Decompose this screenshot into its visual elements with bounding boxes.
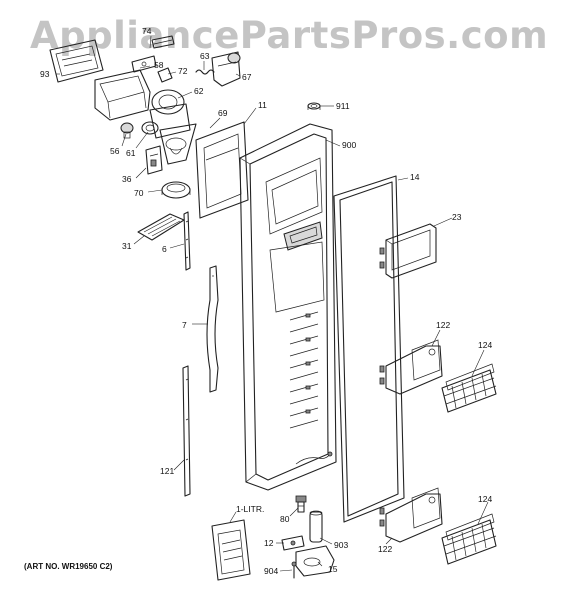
part-14-gasket <box>333 175 405 523</box>
part-122-bracket-lower <box>379 487 443 543</box>
label-900: 900 <box>342 140 357 150</box>
part-121-strip <box>182 365 191 497</box>
leader-lines <box>56 35 489 572</box>
part-911-cap <box>307 102 321 110</box>
part-7-handle <box>206 265 219 393</box>
label-12: 12 <box>264 538 274 548</box>
part-23-bin <box>379 223 437 279</box>
label-69: 69 <box>218 108 228 118</box>
dispenser-housing <box>94 69 151 121</box>
part-903-tube <box>309 510 323 543</box>
label-122-lower: 122 <box>378 544 393 554</box>
part-67-solenoid <box>211 51 241 87</box>
label-70: 70 <box>134 188 144 198</box>
label-62: 62 <box>194 86 204 96</box>
label-911: 911 <box>336 101 350 111</box>
label-58: 58 <box>154 60 164 70</box>
label-1-litr: 1-LITR. <box>236 504 265 514</box>
part-900-door <box>239 123 337 491</box>
label-80: 80 <box>280 514 290 524</box>
label-124-lower: 124 <box>478 494 493 504</box>
part-61-socket <box>141 121 159 135</box>
part-72-clip <box>157 67 173 83</box>
label-11: 11 <box>258 100 267 110</box>
label-14: 14 <box>410 172 420 182</box>
label-904: 904 <box>264 566 279 576</box>
part-93-cover <box>49 39 104 83</box>
label-74: 74 <box>142 26 152 36</box>
part-62-auger-motor <box>149 89 191 139</box>
label-56: 56 <box>110 146 120 156</box>
watermark: AppliancePartsPros.com <box>30 14 549 57</box>
art-number: (ART NO. WR19650 C2) <box>24 562 113 571</box>
label-72: 72 <box>178 66 188 76</box>
door-rib-set <box>289 311 319 429</box>
label-903: 903 <box>334 540 349 550</box>
label-93: 93 <box>40 69 50 79</box>
part-74-bracket <box>151 35 175 49</box>
part-31-drip-tray <box>137 213 185 241</box>
label-7: 7 <box>182 320 187 330</box>
part-6-trim <box>183 211 191 271</box>
label-121: 121 <box>160 466 175 476</box>
part-904-screw <box>291 561 297 579</box>
label-124-upper: 124 <box>478 340 493 350</box>
part-124-basket-upper <box>441 363 497 413</box>
label-31: 31 <box>122 241 132 251</box>
part-15-nozzle <box>295 545 335 577</box>
part-80-fitting <box>295 495 307 513</box>
label-15: 15 <box>328 564 338 574</box>
label-122-upper: 122 <box>436 320 451 330</box>
part-58-motor <box>131 55 157 73</box>
part-124-basket-lower <box>441 513 497 565</box>
part-12-clip <box>281 535 305 551</box>
label-6: 6 <box>162 244 167 254</box>
part-63-spring <box>195 69 215 75</box>
part-69-funnel <box>159 123 197 165</box>
part-56-lamp <box>120 122 134 139</box>
label-61: 61 <box>126 148 136 158</box>
label-36: 36 <box>122 174 132 184</box>
label-63: 63 <box>200 51 210 61</box>
part-36-switch <box>145 145 163 175</box>
label-67: 67 <box>242 72 252 82</box>
part-122-bracket-upper <box>379 339 443 395</box>
label-23: 23 <box>452 212 462 222</box>
part-1-litr-cover <box>211 519 251 581</box>
part-70-ring <box>161 181 191 199</box>
